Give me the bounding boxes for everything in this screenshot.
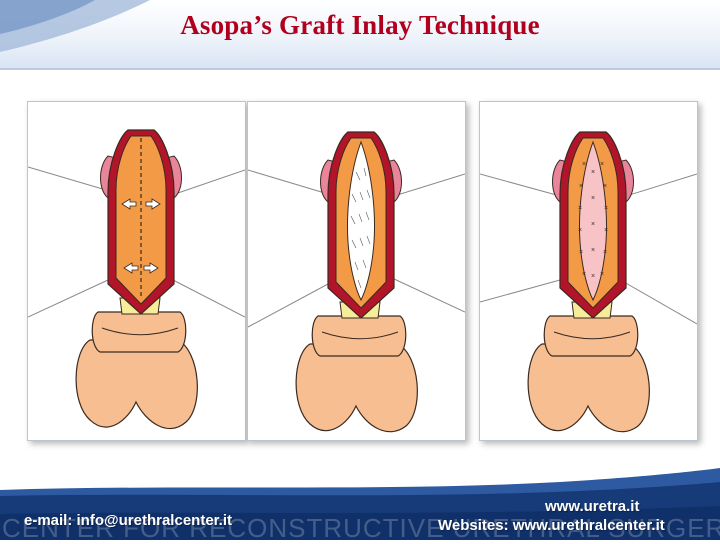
footer-websites-label: Websites: bbox=[438, 517, 509, 534]
footer-wave bbox=[0, 468, 720, 540]
svg-text:×: × bbox=[579, 183, 583, 190]
panel-incision bbox=[27, 101, 246, 441]
panel-graft-sutured: × × × × × × × × × × × × × × × × × bbox=[479, 101, 698, 441]
footer-website-uretra[interactable]: www.uretra.it bbox=[545, 498, 640, 515]
svg-text:×: × bbox=[582, 271, 586, 278]
svg-text:×: × bbox=[591, 247, 595, 254]
svg-text:×: × bbox=[604, 205, 608, 212]
footer-watermark: CENTER FOR RECONSTRUCTIVE URETHRAL SURGE… bbox=[2, 513, 720, 543]
footer-email[interactable]: e-mail: info@urethralcenter.it bbox=[24, 512, 233, 529]
footer-website-urethralcenter[interactable]: www.urethralcenter.it bbox=[512, 517, 665, 534]
svg-text:×: × bbox=[591, 273, 595, 280]
svg-text:×: × bbox=[603, 183, 607, 190]
slide-title: Asopa’s Graft Inlay Technique bbox=[180, 10, 540, 40]
panel-graft-placed bbox=[247, 101, 466, 441]
header-swoosh bbox=[0, 0, 720, 70]
svg-text:×: × bbox=[591, 195, 595, 202]
svg-text:×: × bbox=[604, 227, 608, 234]
svg-text:×: × bbox=[600, 161, 604, 168]
svg-text:×: × bbox=[600, 271, 604, 278]
footer-websites-line: Websites: www.urethralcenter.it bbox=[438, 517, 665, 534]
svg-text:×: × bbox=[578, 205, 582, 212]
illustration-incision bbox=[28, 129, 245, 429]
header-band: Asopa’s Graft Inlay Technique bbox=[0, 0, 720, 70]
illustration-graft-placed bbox=[248, 131, 465, 433]
svg-text:×: × bbox=[603, 249, 607, 256]
svg-text:×: × bbox=[582, 161, 586, 168]
illustration-graft-sutured: × × × × × × × × × × × × × × × × × bbox=[480, 131, 697, 433]
svg-text:×: × bbox=[578, 227, 582, 234]
footer-band bbox=[0, 462, 720, 540]
svg-text:×: × bbox=[591, 221, 595, 228]
svg-text:×: × bbox=[579, 249, 583, 256]
svg-text:×: × bbox=[591, 169, 595, 176]
